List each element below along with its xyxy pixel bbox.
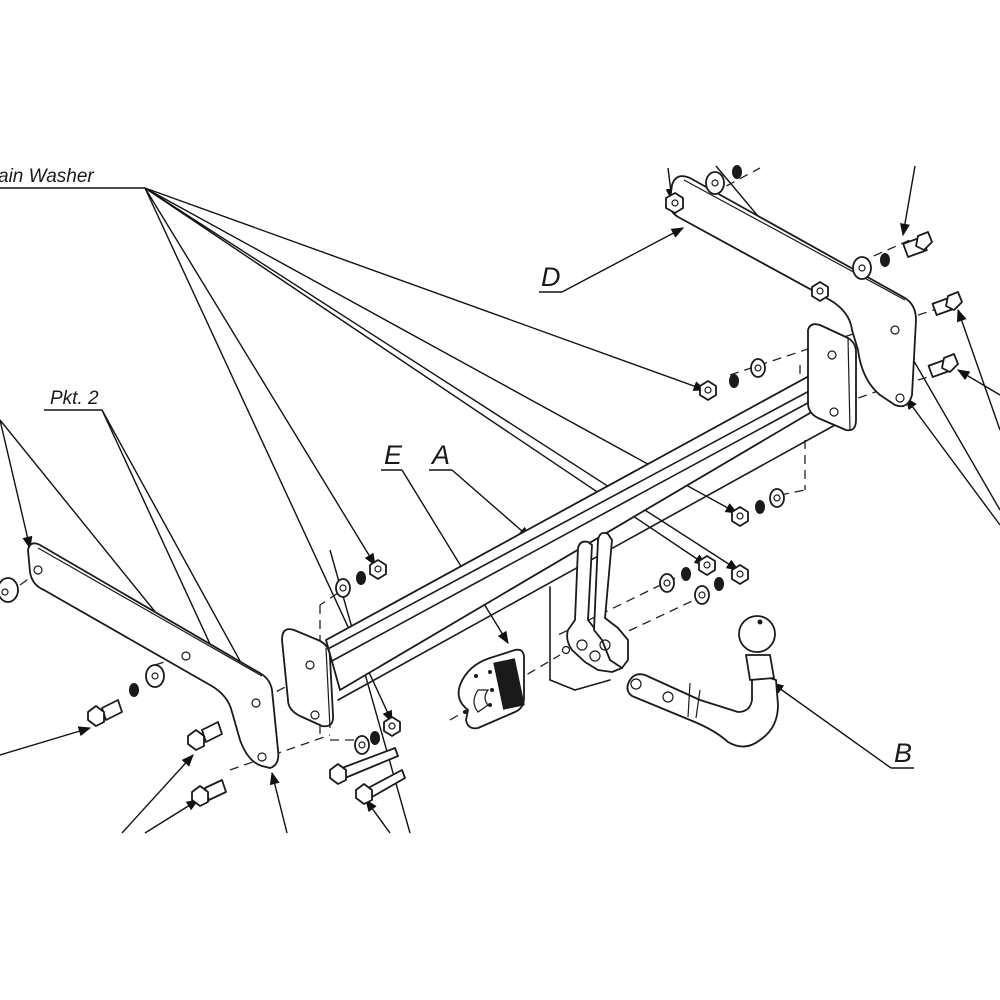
- nut-icon: [383, 716, 401, 737]
- washer-icon: [659, 573, 675, 593]
- label-pkt2: Pkt. 2: [44, 388, 102, 411]
- label-part-b: B: [891, 738, 914, 769]
- part-e-socket-plate: [457, 648, 525, 730]
- label-part-a: A: [429, 440, 452, 471]
- label-part-e: E: [381, 440, 403, 471]
- lock-washer-icon: [370, 731, 380, 745]
- bolt-icon: [191, 779, 227, 807]
- washer-icon: [769, 488, 785, 508]
- bolt-icon: [902, 231, 933, 258]
- leader-lines: [0, 165, 1000, 834]
- part-a-text: A: [430, 440, 450, 470]
- label-plain-washer: ain Washer: [0, 166, 145, 189]
- lock-washer-icon: [356, 571, 366, 585]
- lock-washer-icon: [755, 500, 765, 514]
- bolt-icon: [355, 769, 406, 805]
- nut-icon: [699, 380, 717, 401]
- nut-icon: [665, 192, 684, 214]
- fasteners: [0, 165, 963, 807]
- washer-icon: [145, 664, 165, 688]
- bolt-icon: [931, 291, 963, 316]
- bolt-icon: [87, 699, 123, 727]
- bolt-icon: [329, 747, 399, 785]
- nut-icon: [731, 506, 749, 527]
- part-d-right-bracket: [668, 175, 917, 408]
- lock-washer-icon: [880, 253, 890, 267]
- washer-icon: [335, 578, 351, 598]
- washer-icon: [705, 171, 725, 195]
- lock-washer-icon: [729, 374, 739, 388]
- plain-washer-text: ain Washer: [0, 166, 94, 187]
- part-b-text: B: [894, 738, 912, 768]
- washer-icon: [694, 585, 710, 605]
- part-d-text: D: [541, 262, 561, 292]
- nut-icon: [369, 559, 387, 580]
- lock-washer-icon: [714, 577, 724, 591]
- washer-icon: [852, 256, 872, 280]
- washer-icon: [750, 358, 766, 378]
- nut-icon: [698, 555, 716, 576]
- nut-icon: [811, 281, 829, 302]
- pkt2-text: Pkt. 2: [50, 388, 99, 409]
- lock-washer-icon: [129, 683, 139, 697]
- lock-washer-icon: [681, 567, 691, 581]
- bolt-icon: [927, 353, 959, 378]
- center-drop-bracket: [561, 531, 629, 673]
- part-b-tow-ball: [626, 615, 779, 748]
- washer-icon: [0, 577, 19, 603]
- bolt-icon: [187, 721, 223, 751]
- part-a-cross-beam: [281, 323, 857, 729]
- lock-washer-icon: [732, 165, 742, 179]
- label-part-d: D: [539, 262, 562, 293]
- washer-icon: [354, 735, 370, 755]
- part-e-text: E: [384, 440, 403, 470]
- left-side-bracket: [27, 542, 280, 769]
- nut-icon: [731, 564, 749, 585]
